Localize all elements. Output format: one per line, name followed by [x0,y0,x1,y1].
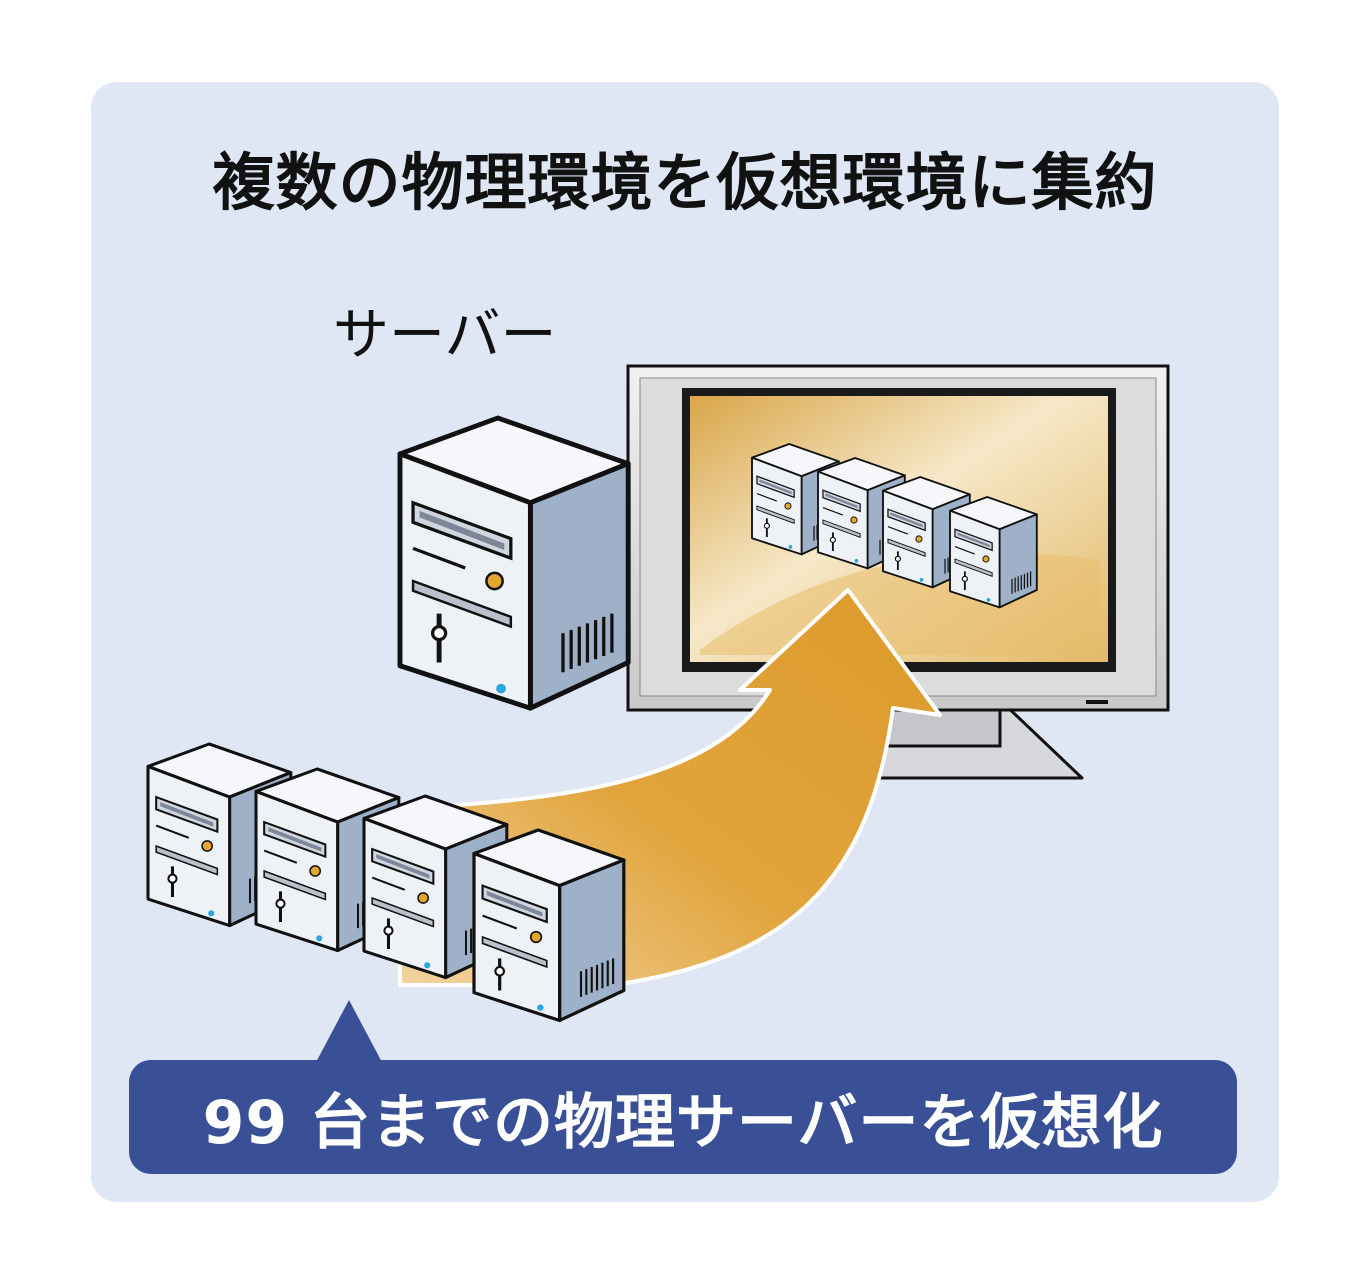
callout-text: 99 台までの物理サーバーを仮想化 [202,1087,1164,1158]
callout-banner: 99 台までの物理サーバーを仮想化 [129,1060,1237,1174]
diagram-title: 複数の物理環境を仮想環境に集約 [212,146,1158,219]
callout-pointer [314,1000,384,1066]
server-tower-icon [949,496,1038,609]
server-label: サーバー [333,303,557,368]
server-tower-icon [472,828,626,1023]
server-tower-icon [400,418,628,708]
